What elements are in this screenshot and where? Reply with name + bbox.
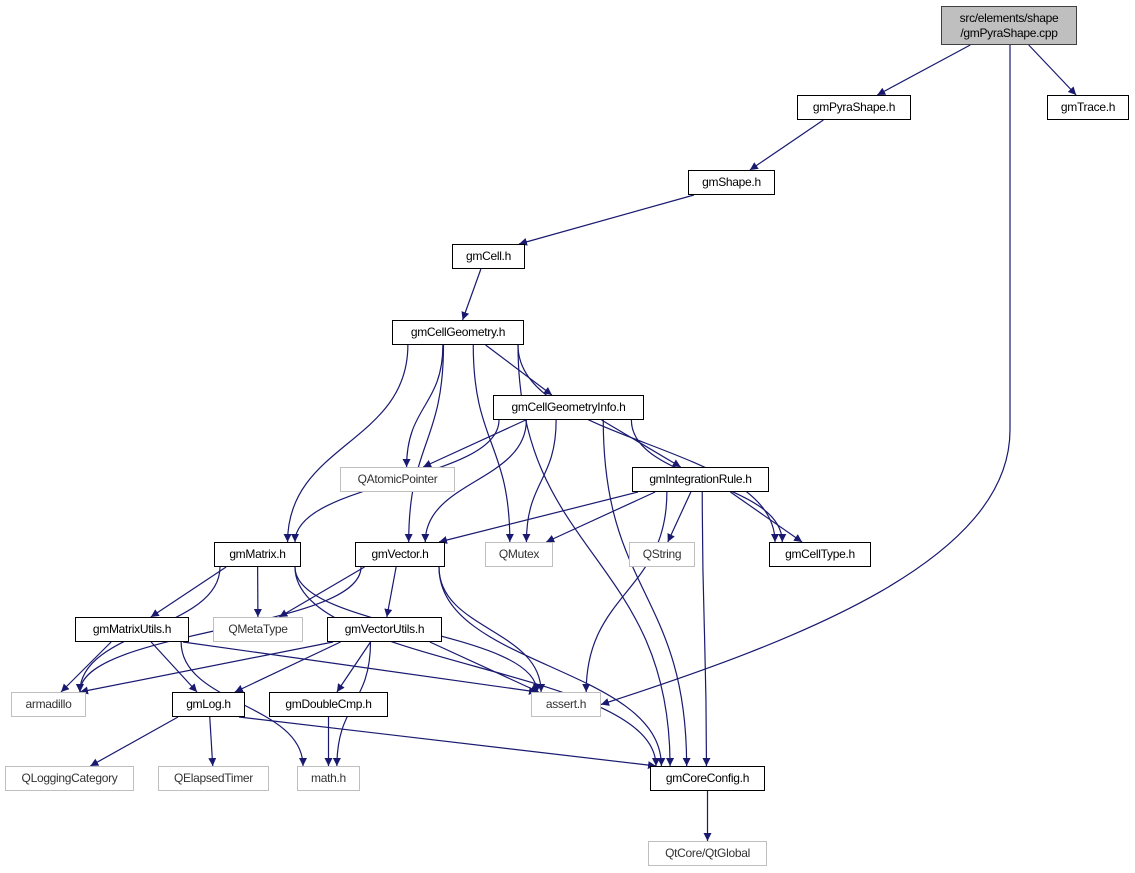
node-gmShape[interactable]: gmShape.h: [688, 170, 775, 195]
edge-gmMatrixUtils-assert: [182, 641, 538, 695]
edge-gmCellGeometry-QMutex: [472, 344, 514, 543]
node-gmVector[interactable]: gmVector.h: [355, 542, 445, 567]
node-gmMatrixUtils[interactable]: gmMatrixUtils.h: [75, 617, 189, 642]
edge-gmVector-gmVectorUtils: [384, 566, 397, 618]
node-QElapsedTimer: QElapsedTimer: [158, 766, 269, 791]
node-armadillo: armadillo: [11, 692, 86, 717]
edge-gmIntegrationRule-gmCellType: [730, 491, 803, 543]
node-QMetaType: QMetaType: [213, 617, 303, 642]
edge-gmCellGeometryInfo-gmCoreConfig: [602, 419, 691, 767]
edge-gmCellGeometryInfo-gmVector: [421, 419, 527, 543]
edge-root-gmPyraShape: [876, 44, 971, 96]
edge-gmIntegrationRule-QString: [667, 491, 692, 543]
edge-gmVectorUtils-assert: [429, 641, 540, 693]
edge-gmVectorUtils-gmDoubleCmp: [336, 641, 371, 693]
node-gmIntegrationRule[interactable]: gmIntegrationRule.h: [632, 467, 769, 492]
edge-gmCellGeometry-QAtomicPointer: [402, 344, 444, 468]
node-gmCellType[interactable]: gmCellType.h: [769, 542, 871, 567]
edge-gmIntegrationRule-QMutex: [545, 491, 656, 543]
edge-gmVector-assert: [438, 566, 546, 693]
node-gmCellGeometry[interactable]: gmCellGeometry.h: [392, 320, 524, 345]
node-QLoggingCategory: QLoggingCategory: [5, 766, 134, 791]
node-QString: QString: [629, 542, 695, 567]
edge-gmIntegrationRule-assert: [582, 491, 668, 693]
node-gmPyraShape[interactable]: gmPyraShape.h: [797, 95, 911, 120]
edge-gmPyraShape-gmShape: [749, 119, 824, 171]
edge-gmShape-gmCell: [518, 194, 695, 246]
edge-gmVectorUtils-armadillo: [79, 641, 334, 695]
node-QMutex: QMutex: [485, 542, 553, 567]
edge-gmCellGeometry-gmVector: [404, 344, 445, 543]
edge-root-assert: [600, 45, 1011, 706]
edge-gmMatrixUtils-armadillo: [60, 641, 112, 693]
node-root[interactable]: src/elements/shape /gmPyraShape.cpp: [941, 6, 1077, 45]
edge-gmLog-gmCoreConfig: [238, 716, 657, 770]
edge-gmLog-QElapsedTimer: [208, 716, 217, 767]
edge-gmMatrix-gmCoreConfig: [294, 566, 660, 767]
edge-gmVectorUtils-gmLog: [234, 641, 341, 693]
node-gmCell[interactable]: gmCell.h: [452, 244, 525, 269]
node-gmLog[interactable]: gmLog.h: [172, 692, 245, 717]
edge-root-gmTrace: [1028, 44, 1077, 96]
edge-gmCellGeometryInfo-QAtomicPointer: [422, 419, 526, 468]
edge-gmCellGeometry-gmCellType: [517, 344, 779, 543]
node-assert: assert.h: [531, 692, 601, 717]
node-QtGlobal: QtCore/QtGlobal: [648, 841, 767, 866]
node-gmCellGeometryInfo[interactable]: gmCellGeometryInfo.h: [493, 395, 644, 420]
node-gmTrace[interactable]: gmTrace.h: [1047, 95, 1129, 120]
edge-gmLog-QLoggingCategory: [90, 716, 179, 767]
edge-gmCellGeometry-gmMatrix: [283, 344, 409, 543]
edge-gmCellGeometryInfo-QMutex: [522, 419, 557, 543]
edge-gmIntegrationRule-gmCoreConfig: [701, 491, 711, 767]
node-gmMatrix[interactable]: gmMatrix.h: [214, 542, 301, 567]
node-math: math.h: [297, 766, 360, 791]
node-gmVectorUtils[interactable]: gmVectorUtils.h: [327, 617, 442, 642]
edge-gmIntegrationRule-gmVector: [438, 491, 639, 544]
node-gmCoreConfig[interactable]: gmCoreConfig.h: [650, 766, 765, 791]
edge-gmMatrixUtils-gmLog: [150, 641, 198, 693]
edge-gmCell-gmCellGeometry: [461, 268, 482, 321]
node-gmDoubleCmp[interactable]: gmDoubleCmp.h: [269, 692, 388, 717]
node-QAtomicPointer: QAtomicPointer: [340, 467, 455, 492]
edge-gmVector-gmCoreConfig: [438, 566, 666, 767]
edge-gmVector-QMetaType: [278, 566, 365, 618]
edge-gmMatrix-gmMatrixUtils: [150, 566, 227, 618]
